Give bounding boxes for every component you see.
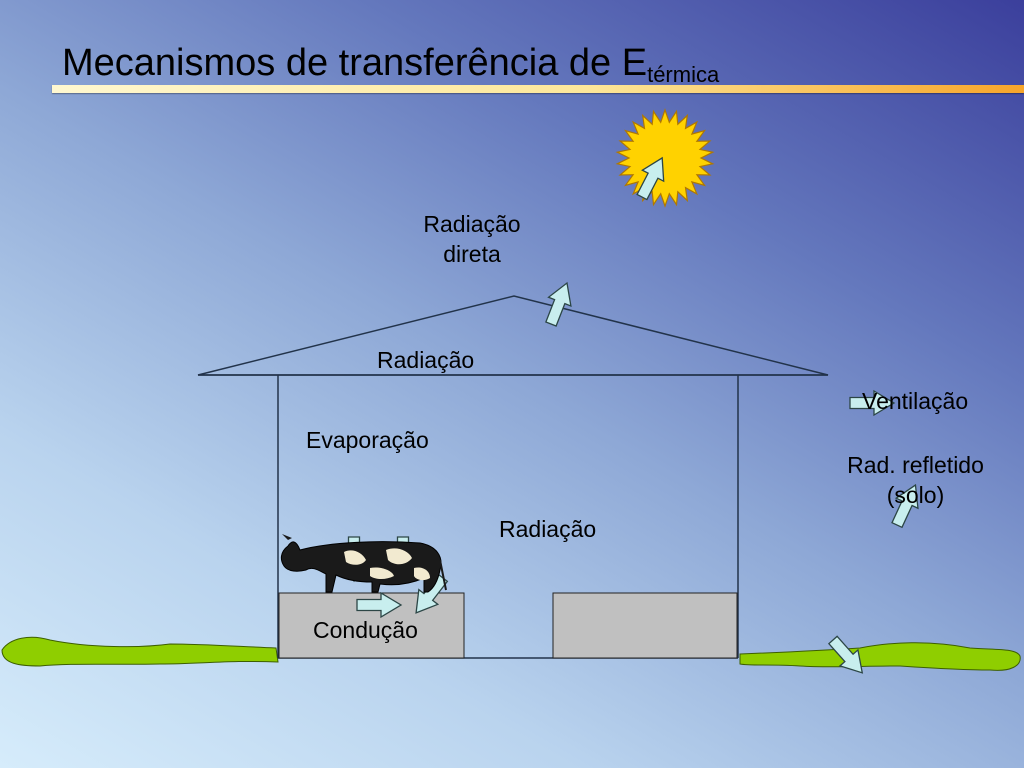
label-roof-radiation: Radiação [377,347,475,373]
label-ventilation: Ventilação [862,388,969,414]
label-direct-radiation-line2: direta [443,241,501,267]
ground-right [739,642,1021,671]
label-direct-radiation: Radiação direta [412,209,532,269]
sun-rays [615,108,715,208]
title-underline [52,85,1024,93]
label-reflected-line1: Rad. refletido [847,452,984,478]
label-conduction: Condução [313,617,418,643]
title-subscript: térmica [647,62,720,87]
label-reflected-line2: (solo) [886,482,945,508]
slide-title: Mecanismos de transferência de Etérmica [62,42,719,88]
cow-icon [280,534,447,593]
label-animal-radiation: Radiação [499,516,597,542]
sun-icon [615,108,715,208]
house-roof [197,295,829,376]
label-evaporation: Evaporação [306,427,429,453]
ground-left [1,636,279,667]
platform-right [552,592,738,659]
label-reflected-radiation: Rad. refletido (solo) [828,450,1003,510]
label-direct-radiation-line1: Radiação [423,211,521,237]
title-main: Mecanismos de transferência de E [62,42,648,84]
